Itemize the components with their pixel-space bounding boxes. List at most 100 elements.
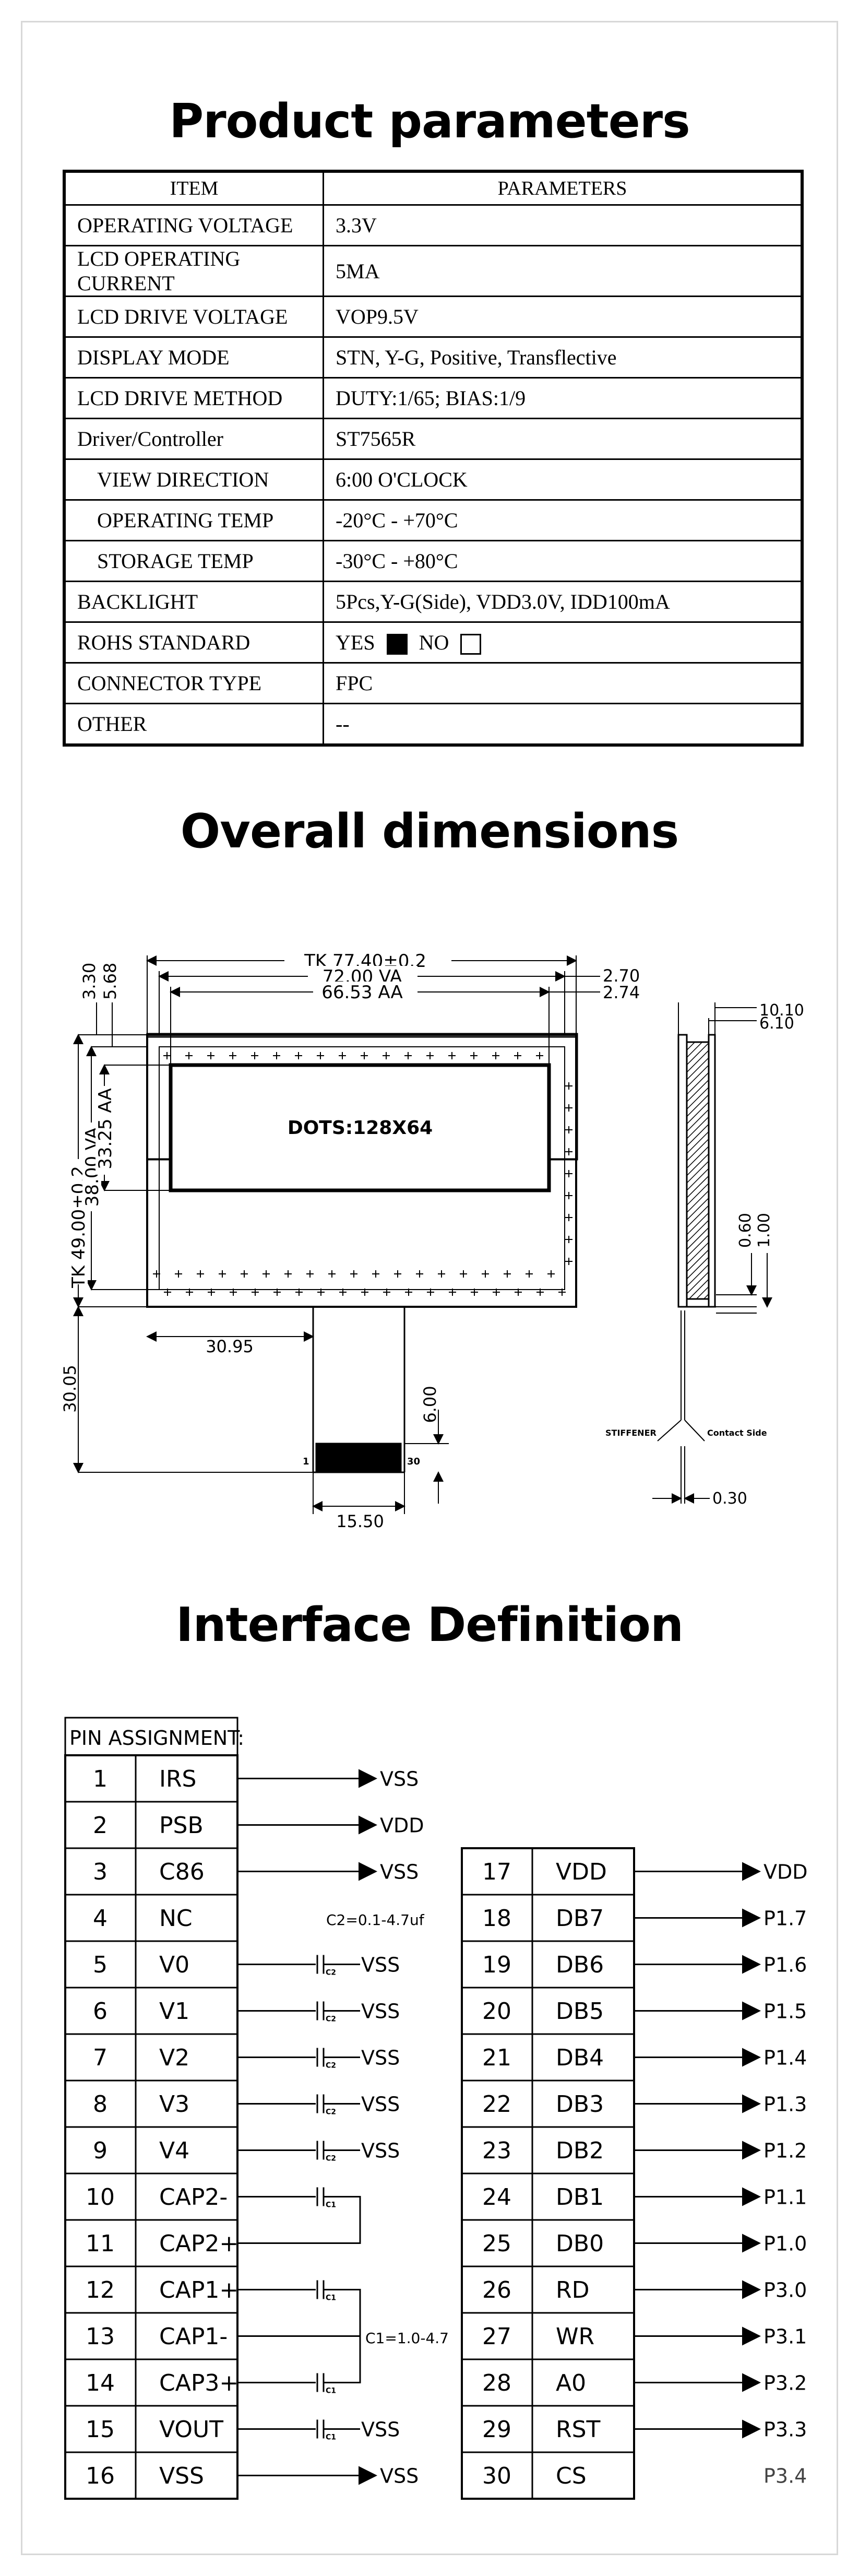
plus-mark xyxy=(153,1270,160,1278)
params-header-row: ITEM PARAMETERS xyxy=(63,170,803,206)
pin-conn-label: P1.7 xyxy=(763,1907,807,1930)
plus-mark xyxy=(339,1052,346,1059)
dim-left-offset-1: 3.30 xyxy=(79,963,99,1000)
plus-mark xyxy=(185,1052,193,1059)
plus-mark xyxy=(482,1270,489,1278)
plus-mark xyxy=(405,1289,412,1296)
plus-mark xyxy=(470,1052,478,1059)
plus-mark xyxy=(427,1289,434,1296)
pin-name: V4 xyxy=(159,2137,189,2164)
param-value: FPC xyxy=(323,662,803,704)
params-row: STORAGE TEMP-30°C - +80°C xyxy=(63,540,803,582)
plus-mark xyxy=(558,1289,566,1296)
pin-conn-label: VSS xyxy=(361,2047,400,2070)
pin-name: NC xyxy=(159,1905,193,1932)
pin-name: C86 xyxy=(159,1859,205,1885)
param-item: OTHER xyxy=(63,703,324,746)
plus-mark xyxy=(219,1270,226,1278)
plus-mark xyxy=(295,1289,303,1296)
rohs-yes-checkbox xyxy=(386,634,408,655)
dim-fpc-stiffener: 6.00 xyxy=(420,1386,440,1423)
fpc-contacts xyxy=(315,1443,402,1473)
plus-mark xyxy=(317,1052,324,1059)
cap-tag: C2 xyxy=(326,1969,336,1977)
pin-conn-label: VSS xyxy=(380,2465,419,2488)
plus-mark xyxy=(394,1270,401,1278)
dimension-drawing: DOTS:128X64 TK 77.40±0.2 72.00 VA 66.53 … xyxy=(60,949,804,1530)
backlight-dot-marks xyxy=(153,1052,572,1296)
pin-number: 30 xyxy=(482,2463,511,2489)
pin-name: V1 xyxy=(159,1998,189,2025)
pin-conn-label: VDD xyxy=(763,1861,808,1884)
dim-side-thick-2: 6.10 xyxy=(759,1014,794,1033)
plus-mark xyxy=(241,1270,248,1278)
page-frame xyxy=(21,21,838,2555)
cap-tag: C2 xyxy=(326,2062,336,2070)
pin-name: VDD xyxy=(556,1859,607,1885)
display-window xyxy=(169,1063,551,1192)
plus-mark xyxy=(471,1289,478,1296)
pin-number: 28 xyxy=(482,2370,511,2396)
pin-conn-label: P1.1 xyxy=(763,2186,807,2209)
lcd-panel xyxy=(146,1034,577,1308)
plus-mark xyxy=(547,1270,555,1278)
dim-fpc-thick: 0.30 xyxy=(712,1490,747,1508)
plus-mark xyxy=(438,1270,445,1278)
plus-mark xyxy=(448,1052,456,1059)
cap-tag: C1 xyxy=(326,2201,336,2209)
pin-conn-label: VSS xyxy=(361,2000,400,2023)
plus-mark xyxy=(339,1289,347,1296)
plus-mark xyxy=(565,1148,572,1155)
pin-name: VSS xyxy=(159,2463,204,2489)
pin-conn-label: VSS xyxy=(361,2418,400,2441)
label-contact-side: Contact Side xyxy=(707,1428,767,1438)
pin-conn-label: VSS xyxy=(380,1861,419,1884)
pin-number: 1 xyxy=(93,1766,108,1792)
plus-mark xyxy=(536,1052,543,1059)
pin-name: PSB xyxy=(159,1812,204,1839)
rohs-yes-label: YES xyxy=(336,630,375,654)
plus-mark xyxy=(565,1104,572,1112)
param-item: LCD DRIVE METHOD xyxy=(63,377,324,419)
pin-name: DB6 xyxy=(556,1952,604,1978)
param-item: Driver/Controller xyxy=(63,418,324,460)
cap-note-c2: C2=0.1-4.7uf xyxy=(326,1911,425,1929)
plus-mark xyxy=(565,1192,572,1199)
plus-mark xyxy=(504,1270,511,1278)
pin-name: DB1 xyxy=(556,2184,604,2211)
param-value: 5MA xyxy=(323,245,803,297)
iface-title: Interface Definition xyxy=(175,1598,684,1652)
cap-wire xyxy=(324,2336,361,2383)
plus-mark xyxy=(229,1052,236,1059)
pin-number: 14 xyxy=(86,2370,115,2396)
param-value: 6:00 O'CLOCK xyxy=(323,458,803,501)
param-item: LCD DRIVE VOLTAGE xyxy=(63,296,324,338)
plus-mark xyxy=(163,1052,171,1059)
plus-mark xyxy=(361,1289,368,1296)
plus-mark xyxy=(164,1289,171,1296)
viewing-area xyxy=(159,1046,565,1290)
dim-right-offset-1: 2.70 xyxy=(603,966,640,986)
dim-aa-width: 66.53 AA xyxy=(321,982,403,1003)
param-value: DUTY:1/65; BIAS:1/9 xyxy=(323,377,803,419)
plus-mark xyxy=(306,1270,314,1278)
plus-mark xyxy=(426,1052,434,1059)
plus-mark xyxy=(273,1052,280,1059)
plus-mark xyxy=(251,1052,258,1059)
pin-number: 13 xyxy=(86,2323,115,2350)
pin-name: RST xyxy=(556,2416,601,2443)
pin-conn-label: VSS xyxy=(361,2093,400,2116)
pin-number: 22 xyxy=(482,2091,511,2118)
pin-number: 25 xyxy=(482,2230,511,2257)
plus-mark xyxy=(404,1052,412,1059)
plus-mark xyxy=(175,1270,182,1278)
cap-tag: C2 xyxy=(326,2015,336,2024)
pin-number: 29 xyxy=(482,2416,511,2443)
pin-conn-label: P3.2 xyxy=(763,2372,807,2395)
pin-name: CAP2- xyxy=(159,2184,228,2211)
fpc-pin-first: 1 xyxy=(303,1456,309,1467)
